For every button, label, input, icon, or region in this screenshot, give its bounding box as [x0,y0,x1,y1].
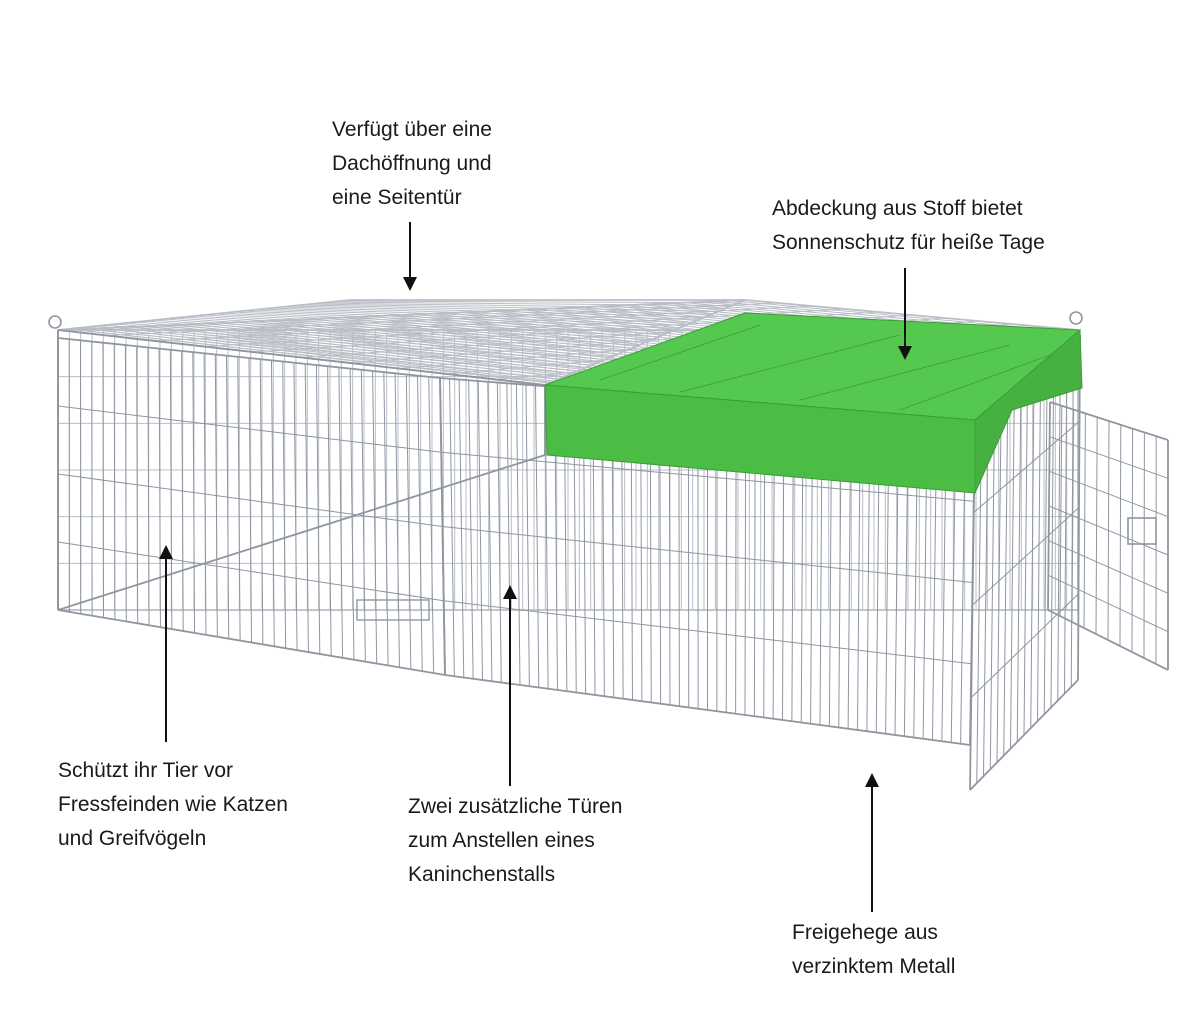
callout-galvanized-metal: Freigehege aus verzinktem Metall [792,916,955,984]
front-right-wall-rail [441,451,974,502]
roof-edge-bar [67,328,552,383]
roof-edge-bar [96,325,572,375]
front-left-wall-rail [57,609,446,676]
front-left-wall-rail [57,337,441,379]
front-right-wall-rail [443,600,972,665]
side-door-rail [1049,470,1169,518]
roof-edge-bar [252,309,679,329]
roof-edge-bar [184,316,632,349]
side-door-rail [1048,574,1169,633]
roof-edge-bar [155,319,612,358]
roof-edge-bar [340,300,739,304]
front-left-wall-rail [57,405,442,453]
roof-rail [106,302,779,336]
roof-edge-bar [145,320,606,360]
roof-edge-bar [77,327,559,380]
callout-line: eine Seitentür [332,186,462,209]
open-side-door [1047,401,1169,671]
side-door-rail [1049,401,1169,441]
roof-edge-bar [174,317,626,352]
callout-extra-doors: Zwei zusätzliche Türen zum Anstellen ein… [408,790,622,892]
roof-edge-bar [223,312,659,338]
cover-fold [799,344,1011,401]
roof-edge-bar [272,307,692,324]
door-latch [1127,517,1157,545]
roof-edge-bar [213,313,652,341]
front-right-wall-rail [442,526,973,583]
corner-hook [1069,311,1083,325]
callout-line: und Greifvögeln [58,827,207,850]
roof-edge-rail [544,299,746,386]
inner-door-latch [356,599,430,621]
left-wall-frame-rail [57,329,546,386]
roof-edge-bar [106,324,579,372]
roof-edge-bar [126,322,592,366]
side-door-rail [1048,540,1169,594]
roof-edge-bar [320,302,726,309]
right-end-wall-rail [969,679,1079,791]
callout-line: Dachöffnung und [332,152,492,175]
cover-fold [899,354,1051,411]
roof-edge-bar [330,301,732,307]
left-wall-frame-rail [57,454,546,611]
callout-line: Fressfeinden wie Katzen [58,793,288,816]
sun-cover-side-flap [974,328,1083,494]
roof-edge-bar [242,310,672,332]
sun-cover-folds [599,324,1051,411]
roof-edge-bar [291,305,706,318]
roof-edge-bar [281,306,699,321]
cover-fold [599,324,761,381]
side-door-rail [1048,505,1169,556]
front-left-wall-rail [57,541,444,602]
side-door-rail [1047,609,1169,671]
side-door-rail [1049,436,1169,479]
callout-line: Freigehege aus [792,921,938,944]
callout-line: verzinktem Metall [792,955,956,978]
roof-edge-bar [87,326,566,377]
front-left-wall-rail [57,473,443,527]
roof-edge-bar [203,314,646,343]
callout-line: Zwei zusätzliche Türen [408,795,623,818]
roof-edge-bar [116,323,586,369]
callout-line: zum Anstellen eines [408,829,595,852]
roof-edge-rail [57,299,351,331]
callout-line: Sonnenschutz für heiße Tage [772,231,1045,254]
roof-edge-bar [233,311,666,335]
roof-edge-bar [301,304,712,315]
callout-line: Verfügt über eine [332,118,492,141]
callout-line: Kaninchenstalls [408,863,556,886]
callout-roof-opening: Verfügt über eine Dachöffnung und eine S… [332,113,492,215]
roof-edge-bar [135,321,599,363]
roof-edge-bar [311,303,719,312]
front-right-wall-rail [444,674,971,746]
cover-fold [679,334,901,393]
callout-predator-protection: Schützt ihr Tier vor Fressfeinden wie Ka… [58,754,288,856]
roof-edge-bar [194,315,639,346]
corner-hook [48,315,62,329]
right-end-wall-rail [970,593,1079,698]
callout-sun-cover: Abdeckung aus Stoff bietet Sonnenschutz … [772,192,1045,260]
roof-edge-bar [165,318,619,355]
callout-line: Schützt ihr Tier vor [58,759,234,782]
callout-line: Abdeckung aus Stoff bietet [772,197,1023,220]
sun-cover [544,312,1083,494]
roof-edge-bar [262,308,686,326]
